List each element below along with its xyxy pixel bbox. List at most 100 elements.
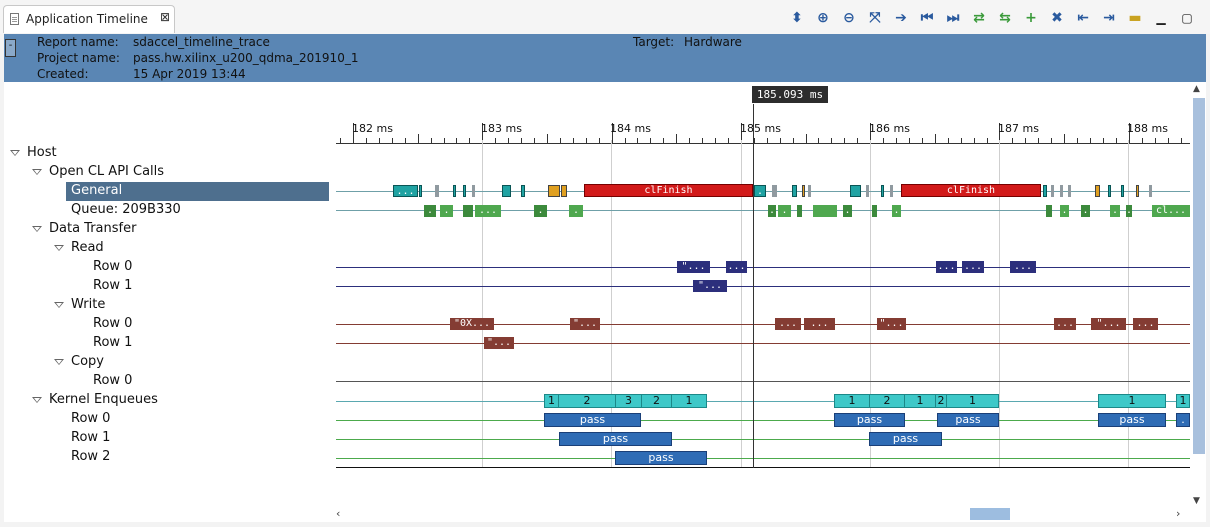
read-event[interactable]: ...: [936, 261, 957, 273]
next-marker-icon[interactable]: ⇥: [1103, 10, 1115, 26]
write-event[interactable]: "...: [1091, 318, 1126, 330]
next-dependency-icon[interactable]: ⇆: [999, 10, 1011, 26]
expand-copy-icon[interactable]: [54, 359, 64, 365]
write-event[interactable]: ...: [804, 318, 835, 330]
api-call-event[interactable]: [802, 185, 805, 197]
clfinish-event[interactable]: clFinish: [584, 184, 753, 197]
write-event[interactable]: ...: [1054, 318, 1076, 330]
read-event[interactable]: "...: [693, 280, 727, 292]
tree-kernel-row-0[interactable]: Row 0: [71, 411, 111, 426]
kernel-pass-event[interactable]: pass: [559, 432, 672, 446]
goto-icon[interactable]: ➔: [895, 10, 907, 26]
read-event[interactable]: ...: [962, 261, 984, 273]
cursor-line[interactable]: [753, 104, 754, 468]
queue-event[interactable]: .: [534, 205, 547, 217]
write-event[interactable]: "0X...: [450, 318, 494, 330]
kernel-pass-event[interactable]: .: [1176, 413, 1190, 427]
clfinish-event[interactable]: clFinish: [901, 184, 1041, 197]
expand-write-icon[interactable]: [54, 302, 64, 308]
scroll-right-icon[interactable]: ›: [1176, 507, 1181, 520]
tree-opencl-api-calls[interactable]: Open CL API Calls: [49, 164, 165, 179]
first-event-icon[interactable]: ⏮: [920, 10, 934, 26]
kernel-count-event[interactable]: 2: [641, 394, 672, 408]
up-down-icon[interactable]: ⬍: [791, 10, 803, 26]
expand-kernel-enqueues-icon[interactable]: [32, 397, 42, 403]
api-call-event[interactable]: [1043, 185, 1047, 197]
api-call-event[interactable]: [561, 185, 567, 197]
kernel-count-event[interactable]: 3: [615, 394, 642, 408]
queue-event[interactable]: .: [440, 205, 453, 217]
write-event[interactable]: ...: [775, 318, 801, 330]
horizontal-scrollbar[interactable]: ‹ ›: [336, 506, 1190, 522]
queue-event[interactable]: cl...: [1152, 205, 1190, 217]
write-event[interactable]: "...: [484, 337, 514, 349]
zoom-fit-icon[interactable]: ⤧: [869, 10, 881, 26]
kernel-count-event[interactable]: 1: [671, 394, 707, 408]
kernel-count-event[interactable]: 1: [946, 394, 999, 408]
prev-dependency-icon[interactable]: ⇄: [973, 10, 985, 26]
tree-kernel-row-2[interactable]: Row 2: [71, 449, 111, 464]
read-event[interactable]: ...: [726, 261, 747, 273]
api-call-event[interactable]: [472, 185, 475, 197]
queue-event[interactable]: [1046, 205, 1052, 217]
api-call-event[interactable]: ...: [393, 185, 418, 197]
api-call-event[interactable]: [792, 185, 797, 197]
minimize-icon[interactable]: ▁: [1156, 11, 1166, 25]
queue-event[interactable]: .: [1081, 205, 1090, 217]
api-call-event[interactable]: [1136, 185, 1139, 197]
collapse-header-button[interactable]: -: [5, 39, 16, 57]
add-marker-icon[interactable]: +: [1025, 10, 1037, 26]
kernel-pass-event[interactable]: pass: [834, 413, 905, 427]
kernel-pass-event[interactable]: pass: [869, 432, 942, 446]
horizontal-scroll-thumb[interactable]: [970, 508, 1010, 520]
tree-read-row-0[interactable]: Row 0: [93, 259, 133, 274]
expand-opencl-icon[interactable]: [32, 169, 42, 175]
api-call-event[interactable]: [808, 185, 811, 197]
tree-write[interactable]: Write: [71, 297, 106, 312]
queue-event[interactable]: .: [424, 205, 436, 217]
queue-event[interactable]: .: [1060, 205, 1069, 217]
read-event[interactable]: ...: [1010, 261, 1036, 273]
api-call-event[interactable]: [1095, 185, 1100, 197]
expand-read-icon[interactable]: [54, 245, 64, 251]
last-event-icon[interactable]: ⏭: [946, 10, 960, 26]
queue-event[interactable]: [813, 205, 837, 217]
queue-event[interactable]: ...: [475, 205, 501, 217]
queue-event[interactable]: .: [843, 205, 852, 217]
remove-marker-icon[interactable]: ✖: [1051, 10, 1063, 26]
scroll-left-icon[interactable]: ‹: [336, 507, 341, 520]
queue-event[interactable]: [797, 205, 802, 217]
tree-copy[interactable]: Copy: [71, 354, 104, 369]
prev-marker-icon[interactable]: ⇤: [1077, 10, 1089, 26]
vertical-scrollbar[interactable]: ▲ ▼: [1190, 84, 1206, 510]
tree-kernel-enqueues[interactable]: Kernel Enqueues: [49, 392, 158, 407]
api-call-event[interactable]: [1149, 185, 1152, 197]
read-event[interactable]: "...: [677, 261, 710, 273]
kernel-count-event[interactable]: 2: [869, 394, 905, 408]
expand-data-transfer-icon[interactable]: [32, 226, 42, 232]
api-call-event[interactable]: [463, 185, 466, 197]
api-call-event[interactable]: [548, 185, 560, 197]
api-call-event[interactable]: [1060, 185, 1063, 197]
tree-data-transfer[interactable]: Data Transfer: [49, 221, 137, 236]
tree-write-row-1[interactable]: Row 1: [93, 335, 133, 350]
close-icon[interactable]: ⊠: [160, 10, 171, 24]
tree-host[interactable]: Host: [27, 145, 57, 160]
scroll-down-icon[interactable]: ▼: [1193, 496, 1200, 506]
api-call-event[interactable]: [453, 185, 456, 197]
tab-application-timeline[interactable]: Application Timeline ⊠: [3, 5, 175, 33]
api-call-event[interactable]: [502, 185, 511, 197]
api-call-event[interactable]: [419, 185, 422, 197]
api-call-event[interactable]: [1108, 185, 1111, 197]
scroll-up-icon[interactable]: ▲: [1193, 84, 1200, 94]
api-call-event[interactable]: [521, 185, 525, 197]
vertical-scroll-thumb[interactable]: [1193, 98, 1205, 454]
queue-event[interactable]: .: [1110, 205, 1120, 217]
legend-icon[interactable]: ▬: [1128, 10, 1142, 26]
kernel-pass-event[interactable]: pass: [615, 451, 707, 465]
kernel-count-event[interactable]: 1: [1098, 394, 1166, 408]
tree-copy-row-0[interactable]: Row 0: [93, 373, 133, 388]
maximize-icon[interactable]: ▢: [1181, 11, 1193, 25]
api-call-event[interactable]: [881, 185, 884, 197]
zoom-out-icon[interactable]: ⊖: [843, 10, 855, 26]
